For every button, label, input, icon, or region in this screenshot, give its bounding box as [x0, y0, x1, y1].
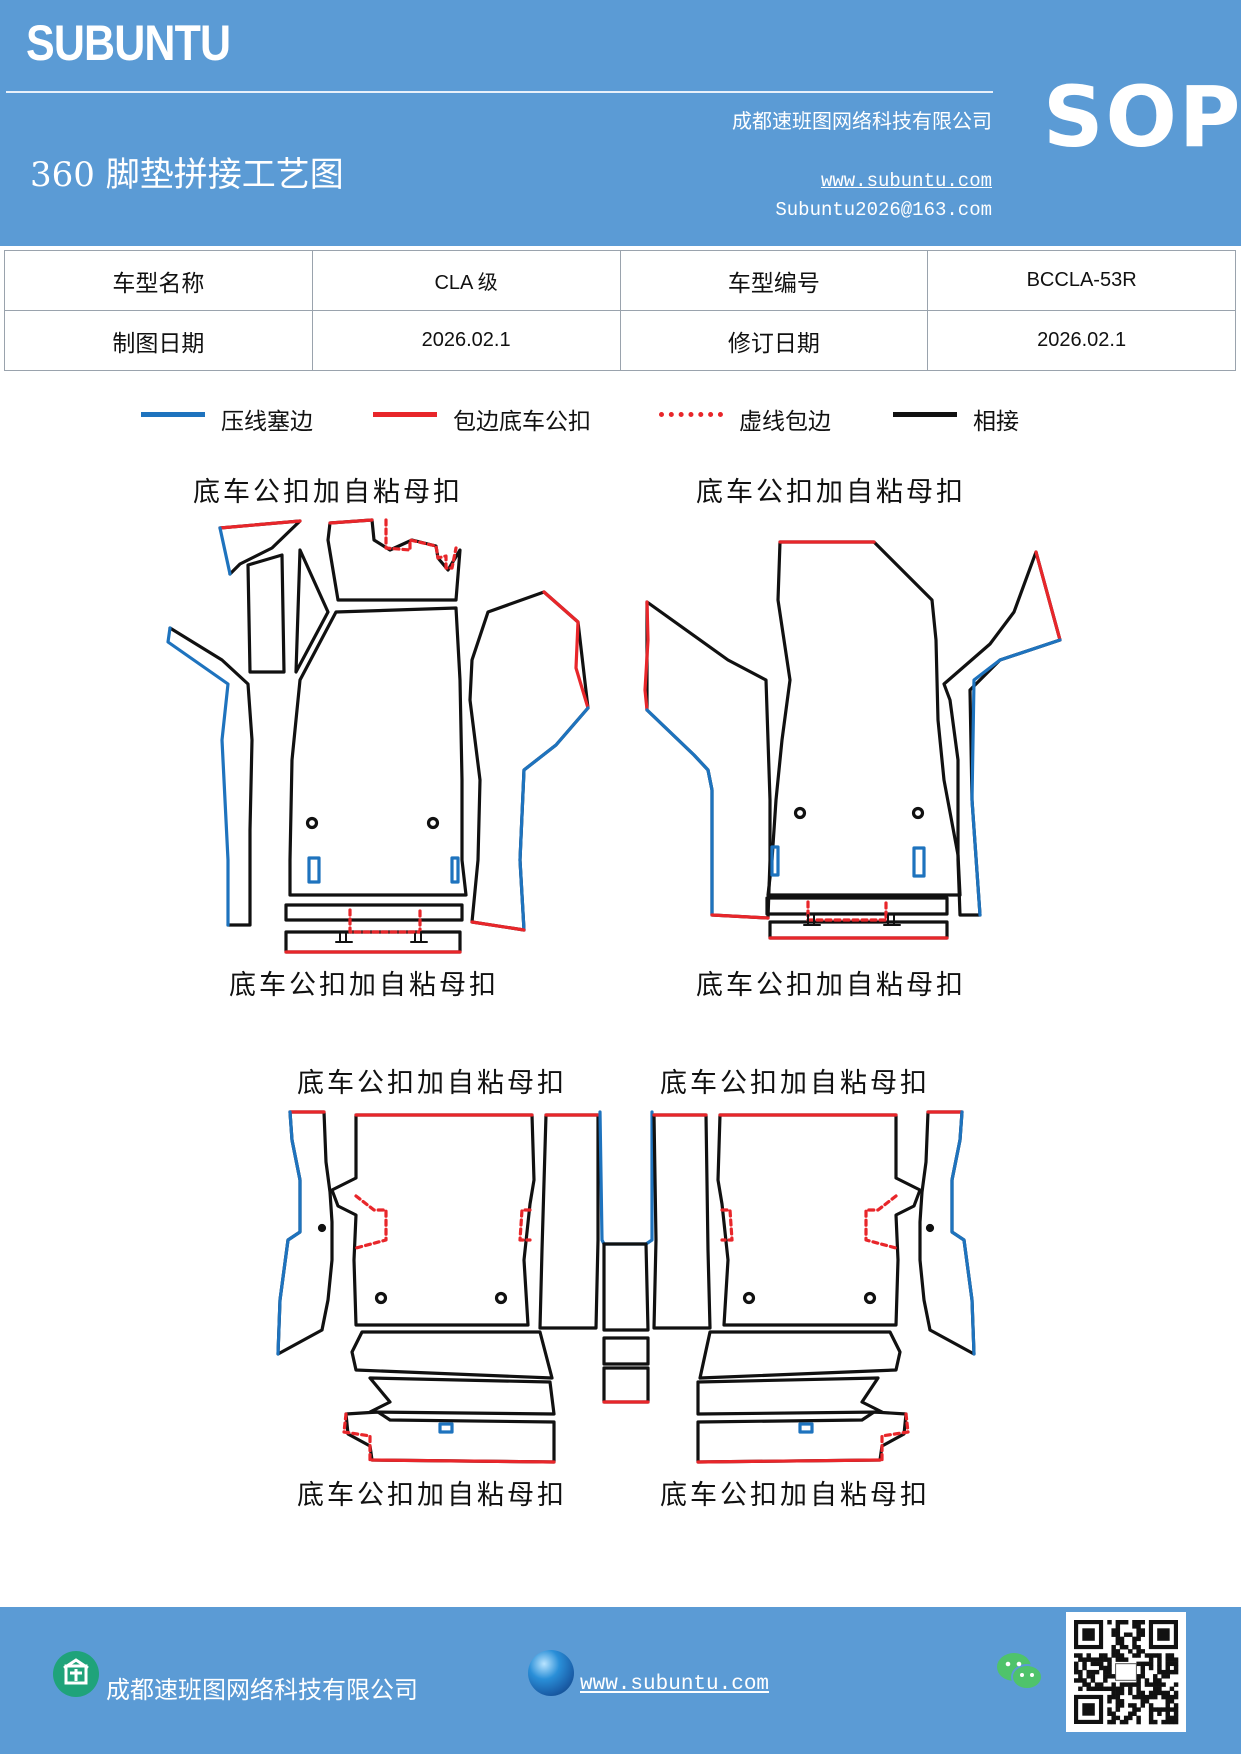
legend-swatch — [893, 412, 957, 417]
qr-code-image — [1074, 1620, 1179, 1725]
rear-right-mat-group — [652, 1110, 976, 1464]
legend-label: 虚线包边 — [739, 409, 831, 435]
table-row: 车型名称 CLA 级 车型编号 BCCLA-53R — [4, 250, 1236, 311]
legend-swatch — [659, 412, 723, 417]
caption-rear-right-bottom: 底车公扣加自粘母扣 — [660, 1480, 930, 1511]
qr-code[interactable] — [1066, 1612, 1186, 1732]
header-company: 成都速班图网络科技有限公司 — [732, 109, 992, 133]
globe-icon — [528, 1650, 574, 1696]
header-website-link[interactable]: www.subuntu.com — [820, 170, 992, 192]
footer-company: 成都速班图网络科技有限公司 — [106, 1676, 418, 1704]
footer-website-link[interactable]: www.subuntu.com — [580, 1673, 770, 1696]
model-code-value: BCCLA-53R — [927, 250, 1236, 311]
header-email: Subuntu2026@163.com — [775, 199, 992, 221]
caption-front-left-bottom: 底车公扣加自粘母扣 — [229, 970, 499, 1001]
front-right-mat-group — [643, 540, 1062, 940]
table-row: 制图日期 2026.02.1 修订日期 2026.02.1 — [4, 310, 1236, 371]
legend-label: 相接 — [973, 409, 1019, 435]
legend-label: 包边底车公扣 — [453, 409, 591, 435]
caption-rear-right-top: 底车公扣加自粘母扣 — [660, 1068, 930, 1099]
front-left-mat-group — [166, 518, 590, 954]
vehicle-info-table: 车型名称 CLA 级 车型编号 BCCLA-53R 制图日期 2026.02.1… — [4, 250, 1236, 371]
model-name-label: 车型名称 — [4, 250, 313, 311]
wechat-icon[interactable] — [995, 1650, 1045, 1694]
revise-date-label: 修订日期 — [619, 310, 929, 371]
legend-swatch — [141, 412, 205, 417]
legend-label: 压线塞边 — [221, 409, 313, 435]
legend-swatch — [373, 412, 437, 417]
header-banner: SUBUNTU 成都速班图网络科技有限公司 360 脚垫拼接工艺图 www.su… — [0, 0, 1241, 246]
caption-rear-left-bottom: 底车公扣加自粘母扣 — [297, 1480, 567, 1511]
caption-front-right-bottom: 底车公扣加自粘母扣 — [696, 970, 966, 1001]
caption-front-right-top: 底车公扣加自粘母扣 — [696, 477, 966, 508]
caption-rear-left-top: 底车公扣加自粘母扣 — [297, 1068, 567, 1099]
sop-badge: SOP — [1043, 68, 1241, 166]
draw-date-value: 2026.02.1 — [311, 310, 621, 371]
brand-logo: SUBUNTU — [26, 15, 231, 71]
header-divider — [6, 91, 993, 93]
revise-date-value: 2026.02.1 — [927, 310, 1236, 371]
model-code-label: 车型编号 — [619, 250, 929, 311]
model-name-value: CLA 级 — [311, 250, 621, 311]
company-icon — [53, 1651, 99, 1697]
draw-date-label: 制图日期 — [4, 310, 313, 371]
caption-front-left-top: 底车公扣加自粘母扣 — [193, 477, 463, 508]
page-title: 360 脚垫拼接工艺图 — [30, 155, 344, 195]
center-tunnel-group — [598, 1110, 654, 1404]
rear-left-mat-group — [276, 1110, 600, 1464]
